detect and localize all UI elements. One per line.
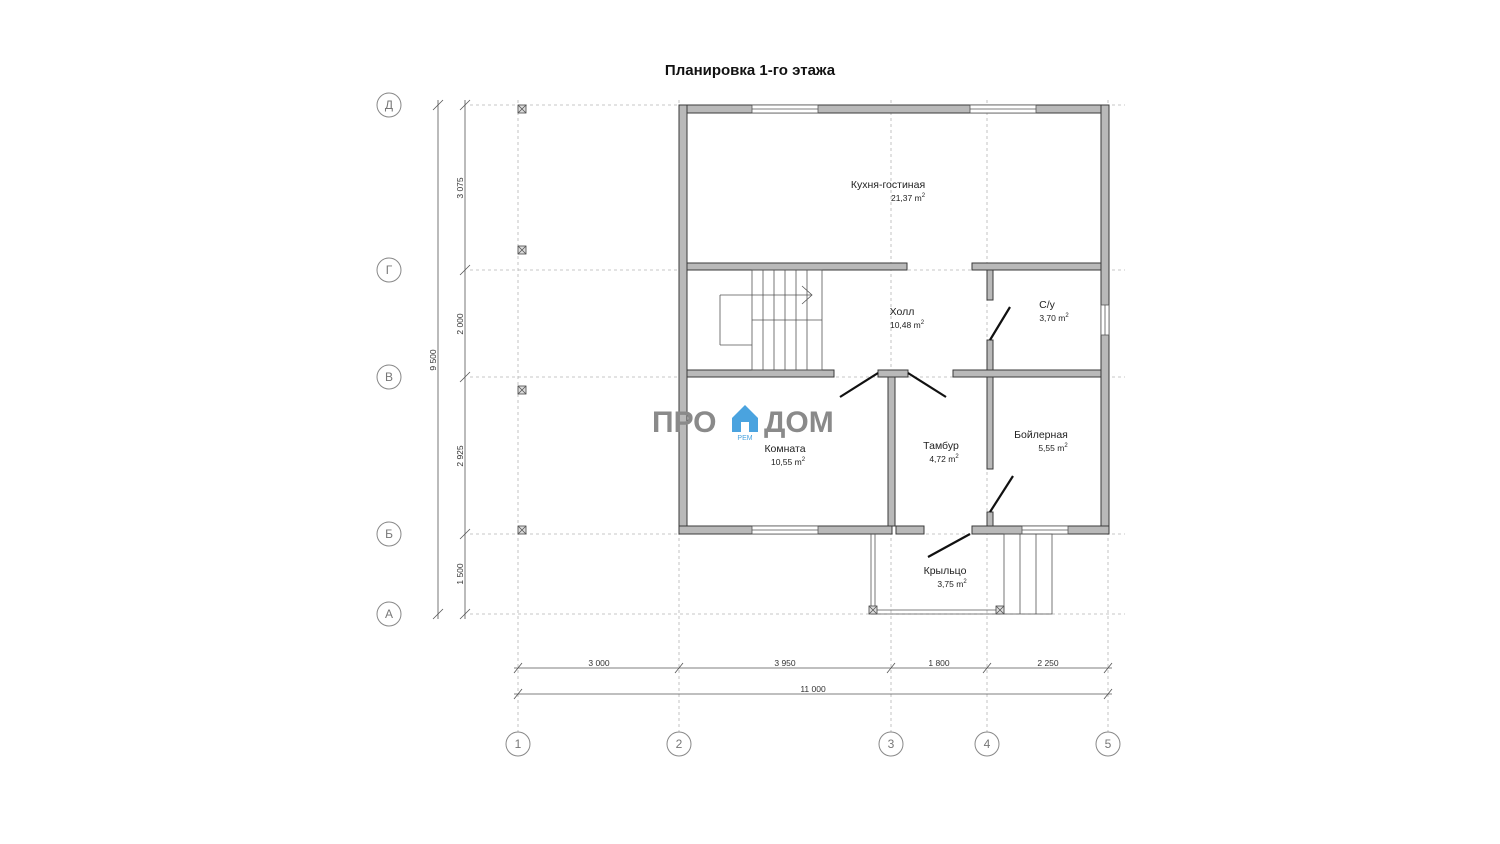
- dim-h-1: 3 000: [588, 658, 610, 668]
- room-name-hall: Холл: [890, 306, 915, 318]
- axis-letter-a: А: [385, 607, 393, 621]
- logo-right-text: ДОМ: [764, 406, 834, 439]
- doors: [839, 306, 1014, 558]
- room-name-wc: С/у: [1039, 299, 1056, 311]
- dim-v-1: 3 075: [455, 177, 465, 199]
- room-name-boiler: Бойлерная: [1014, 429, 1068, 441]
- room-area-vestibule: 4,72 m2: [929, 454, 959, 464]
- room-name-porch: Крыльцо: [924, 565, 967, 577]
- room-labels: Кухня-гостиная 21,37 m2 Холл 10,48 m2 С/…: [764, 179, 1069, 589]
- dim-h-2: 3 950: [774, 658, 796, 668]
- windows: [751, 104, 1110, 535]
- axis-letter-d: Д: [385, 98, 393, 112]
- dim-h-4: 2 250: [1037, 658, 1059, 668]
- room-name-vestibule: Тамбур: [923, 440, 959, 452]
- axis-number-3: 3: [888, 737, 895, 751]
- axis-letter-b: Б: [385, 527, 393, 541]
- room-area-hall: 10,48 m2: [890, 320, 925, 330]
- horizontal-dimensions: 3 000 3 950 1 800 2 250 11 000: [513, 658, 1113, 700]
- room-area-porch: 3,75 m2: [937, 579, 967, 589]
- axis-letter-markers: Д Г В Б А: [376, 92, 402, 627]
- porch: [868, 533, 1053, 615]
- dim-v-2: 2 000: [455, 313, 465, 335]
- axis-number-4: 4: [984, 737, 991, 751]
- axis-number-markers: 1 2 3 4 5: [505, 731, 1121, 757]
- dim-v-4: 1 500: [455, 563, 465, 585]
- logo-left-text: ПРО: [652, 406, 717, 439]
- vertical-dimensions: 9 500 3 075 2 000 2 925 1 500: [428, 99, 471, 620]
- column-markers: [517, 104, 527, 535]
- dim-h-3: 1 800: [928, 658, 950, 668]
- grid-lines: [470, 100, 1125, 732]
- room-area-wc: 3,70 m2: [1039, 313, 1069, 323]
- room-name-room: Комната: [764, 443, 805, 455]
- house-icon: [732, 405, 758, 432]
- room-name-kitchen: Кухня-гостиная: [851, 179, 925, 191]
- staircase: [719, 269, 823, 371]
- logo-sub-text: РЕМ: [737, 435, 752, 442]
- plan-title: Планировка 1-го этажа: [665, 62, 836, 79]
- axis-letter-g: Г: [386, 263, 393, 277]
- room-area-boiler: 5,55 m2: [1038, 443, 1068, 453]
- axis-number-1: 1: [515, 737, 522, 751]
- prodom-logo: ПРО РЕМ ДОМ: [652, 405, 834, 442]
- dim-h-total: 11 000: [800, 684, 826, 694]
- axis-number-2: 2: [676, 737, 683, 751]
- axis-number-5: 5: [1105, 737, 1112, 751]
- room-area-room: 10,55 m2: [771, 457, 806, 467]
- dim-v-total: 9 500: [428, 349, 438, 371]
- axis-letter-v: В: [385, 370, 393, 384]
- dim-v-3: 2 925: [455, 445, 465, 467]
- room-area-kitchen: 21,37 m2: [891, 193, 926, 203]
